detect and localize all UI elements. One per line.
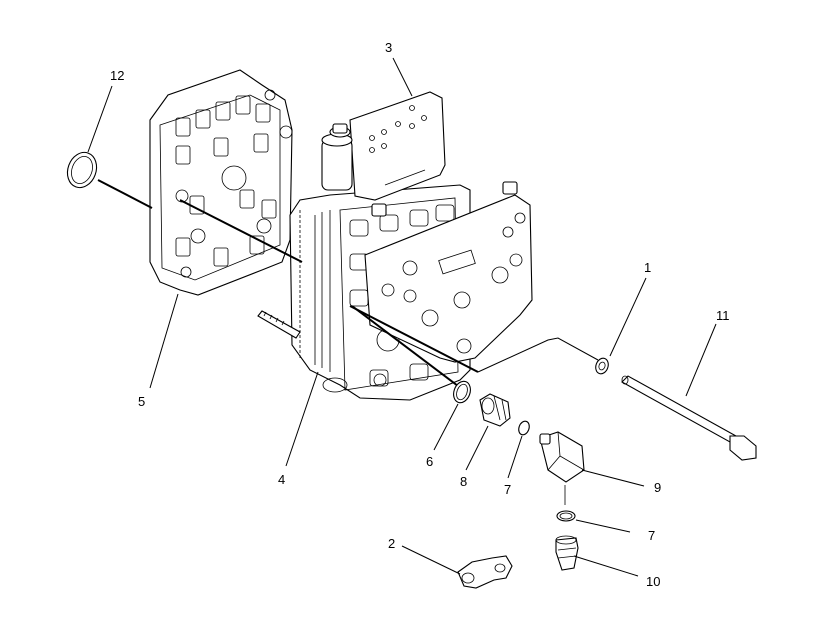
fitting-part-8 [479,393,511,427]
callout-labels: 1 2 3 4 5 6 7 7 8 9 10 11 12 [110,40,730,589]
callout-6: 6 [426,454,433,469]
elbow-part-9 [539,431,585,505]
stud-bolt [257,310,301,339]
washer-part-1 [595,357,609,375]
long-bolt-part-11 [621,375,757,461]
callout-7-lower: 7 [648,528,655,543]
cover-plate-part-5 [149,69,293,296]
callout-7-upper: 7 [504,482,511,497]
callout-12: 12 [110,68,124,83]
o-ring-part-7-upper [518,420,530,436]
callout-3: 3 [385,40,392,55]
callout-10: 10 [646,574,660,589]
callout-11: 11 [716,308,730,323]
callout-8: 8 [460,474,467,489]
callout-1: 1 [644,260,651,275]
o-ring-part-7-lower [556,510,576,522]
side-cover-plate [364,181,533,363]
connector-part-10 [555,535,579,571]
o-ring-part-6 [453,380,471,404]
callout-2: 2 [388,536,395,551]
o-ring-part-12 [66,151,98,189]
solenoid-bracket-part-3 [321,91,446,201]
bracket-part-2 [457,555,513,589]
callout-4: 4 [278,472,285,487]
assembly-axis-lines [97,179,599,387]
callout-5: 5 [138,394,145,409]
callout-9: 9 [654,480,661,495]
leader-lines [87,57,717,577]
